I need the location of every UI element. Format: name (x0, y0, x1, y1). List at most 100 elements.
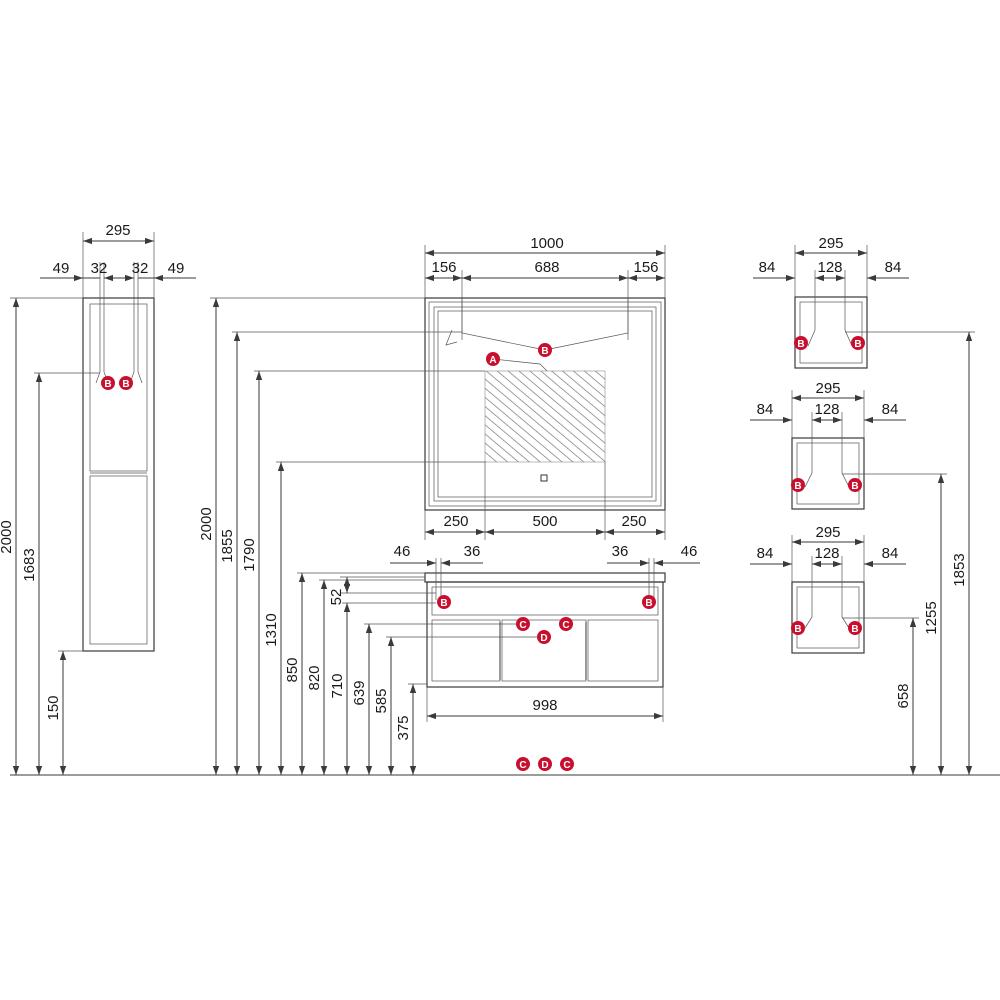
mirror: 1000 156 688 156 250 500 250 B A 2000 18… (198, 235, 666, 775)
vanity: 46 36 36 46 998 52 850 820 710 639 585 3… (284, 543, 700, 775)
svg-text:D: D (540, 633, 547, 644)
tall-cabinet-side-right: 49 (168, 260, 185, 277)
vanity-top-thickness: 52 (328, 589, 345, 606)
wall-cabinet-center: 128 (817, 259, 842, 276)
mirror-height-top: 2000 (198, 507, 215, 540)
marker-b: B (101, 376, 115, 390)
svg-text:B: B (122, 379, 129, 390)
mirror-bottom-center: 500 (532, 513, 557, 530)
marker-b: B (119, 376, 133, 390)
tall-cabinet-hole-left: 32 (91, 260, 108, 277)
vanity-door-right (587, 619, 659, 682)
mirror-height-panel: 1790 (241, 538, 258, 571)
wall-cabinet-center: 128 (814, 545, 839, 562)
marker-c: C (559, 617, 573, 631)
svg-text:B: B (645, 598, 652, 609)
mirror-side-right: 156 (633, 259, 658, 276)
wall-cabinet-side-right: 84 (882, 545, 899, 562)
vanity-body (426, 581, 664, 688)
marker-b: B (791, 621, 805, 635)
tall-cabinet-inner-bottom (89, 475, 148, 645)
tall-cabinet-height: 2000 (0, 520, 15, 553)
wall-cabinet-height: 1853 (951, 553, 968, 586)
wall-cabinet-height: 658 (895, 683, 912, 708)
marker-b: B (848, 478, 862, 492)
vanity-hole-left-inner: 36 (464, 543, 481, 560)
vanity-height-bottom: 375 (395, 715, 412, 740)
svg-text:B: B (851, 624, 858, 635)
marker-c: C (516, 617, 530, 631)
svg-text:C: C (563, 760, 570, 771)
wall-cabinet-outline (794, 296, 868, 369)
svg-text:B: B (541, 346, 548, 357)
wall-cabinet-width: 295 (815, 380, 840, 397)
marker-a: A (486, 352, 500, 366)
vanity-height-drawer: 710 (329, 673, 346, 698)
svg-text:B: B (440, 598, 447, 609)
svg-text:B: B (104, 379, 111, 390)
vanity-top (424, 572, 666, 583)
wall-cabinet-width: 295 (815, 524, 840, 541)
tall-cabinet-outline (82, 297, 155, 652)
svg-text:B: B (794, 481, 801, 492)
marker-d: D (537, 630, 551, 644)
svg-text:C: C (519, 620, 526, 631)
marker-b: B (642, 595, 656, 609)
tall-cabinet: 295 49 32 32 49 2000 1683 150 B B (0, 222, 196, 775)
svg-text:A: A (489, 355, 496, 366)
marker-d: D (538, 757, 552, 771)
svg-text:C: C (562, 620, 569, 631)
mirror-outline (424, 297, 666, 511)
marker-c: C (516, 757, 530, 771)
vanity-hole-left-outer: 46 (394, 543, 411, 560)
svg-text:D: D (541, 760, 548, 771)
tall-cabinet-base-height: 150 (45, 695, 62, 720)
vanity-door-center (501, 619, 587, 682)
vanity-height-handle: 585 (373, 688, 390, 713)
svg-text:B: B (851, 481, 858, 492)
mirror-width: 1000 (530, 235, 563, 252)
marker-b: B (851, 336, 865, 350)
svg-text:B: B (797, 339, 804, 350)
wall-cabinet-outline (791, 437, 865, 510)
wall-cabinet-height: 1255 (923, 601, 940, 634)
vanity-height-rail: 639 (351, 680, 368, 705)
vanity-height-top: 850 (284, 657, 301, 682)
tall-cabinet-hole-right: 32 (132, 260, 149, 277)
mirror-side-left: 156 (431, 259, 456, 276)
marker-b: B (794, 336, 808, 350)
marker-b: B (538, 343, 552, 357)
mirror-height-hooks: 1855 (219, 529, 236, 562)
wall-cabinet-2: 295 84 128 84 1255 B B (750, 380, 947, 775)
mirror-bottom-left: 250 (443, 513, 468, 530)
tall-cabinet-side-left: 49 (53, 260, 70, 277)
wall-cabinet-outline (791, 581, 865, 654)
marker-b: B (791, 478, 805, 492)
vanity-door-left (431, 619, 501, 682)
vanity-width: 998 (532, 697, 557, 714)
wall-cabinet-side-left: 84 (757, 401, 774, 418)
wall-cabinet-3: 295 84 128 84 658 B B (750, 524, 919, 775)
svg-text:B: B (854, 339, 861, 350)
marker-c: C (560, 757, 574, 771)
mirror-center: 688 (534, 259, 559, 276)
mirror-height-bottom: 1310 (263, 613, 280, 646)
vanity-height-hooks: 820 (306, 665, 323, 690)
wall-cabinet-side-left: 84 (759, 259, 776, 276)
tall-cabinet-inner-top (89, 303, 148, 472)
wall-cabinet-center: 128 (814, 401, 839, 418)
mirror-switch (540, 474, 548, 482)
wall-cabinet-1: 295 84 128 84 1853 B B (753, 235, 975, 775)
tall-cabinet-hook-height: 1683 (21, 548, 38, 581)
vanity-hole-right-inner: 36 (612, 543, 629, 560)
marker-b: B (848, 621, 862, 635)
wall-cabinet-side-right: 84 (882, 401, 899, 418)
mirror-bottom-right: 250 (621, 513, 646, 530)
marker-b: B (437, 595, 451, 609)
wall-cabinet-width: 295 (818, 235, 843, 252)
tall-cabinet-width: 295 (105, 222, 130, 239)
svg-text:C: C (519, 760, 526, 771)
wall-cabinet-side-right: 84 (885, 259, 902, 276)
